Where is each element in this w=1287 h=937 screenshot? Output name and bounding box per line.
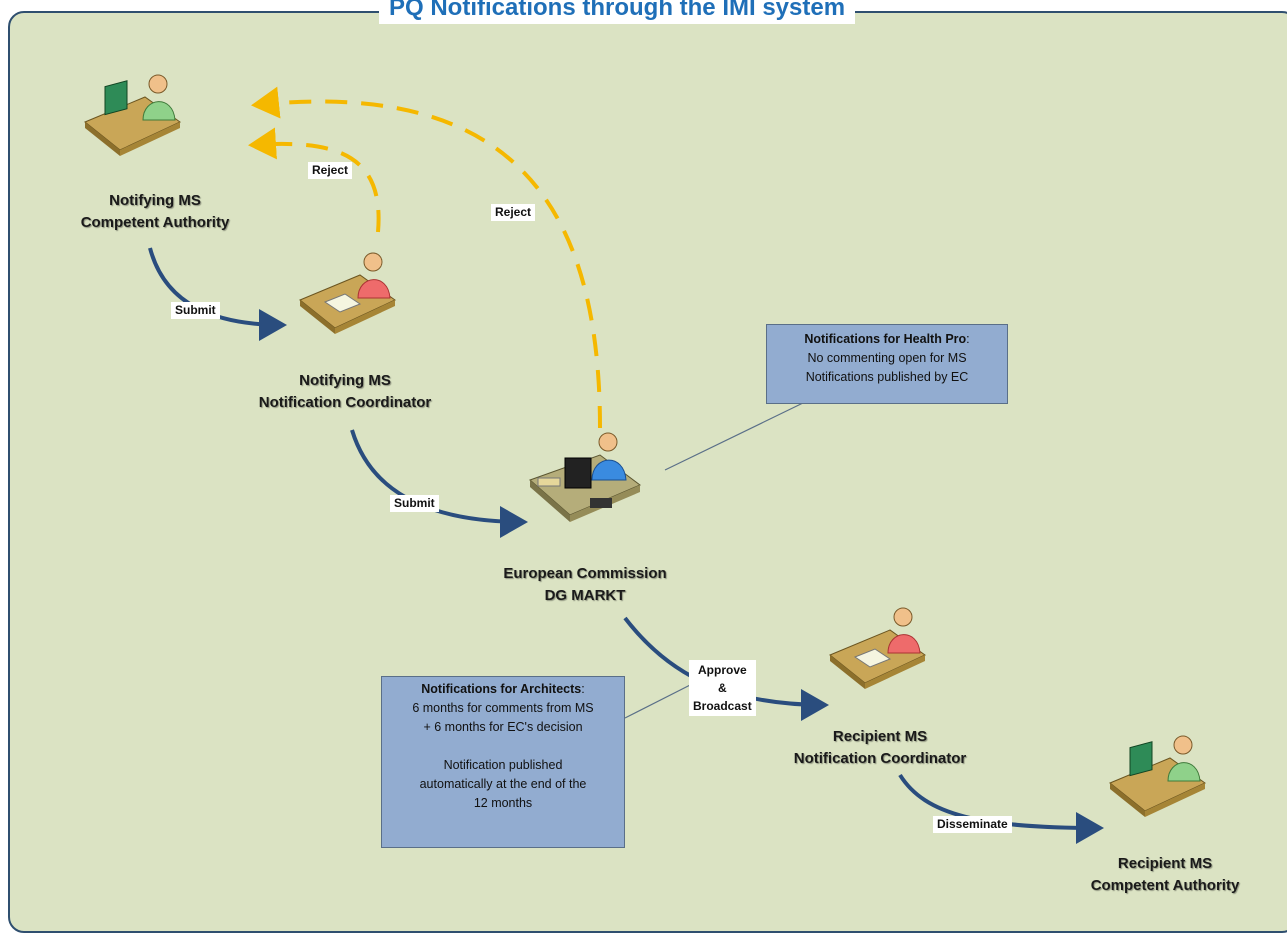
note-architects-heading: Notifications for Architects: [382,680,624,699]
node-notifying-nc: Notifying MS Notification Coordinator [225,370,465,414]
reject-arrow-ec [251,86,602,429]
note-architects-line1: 6 months for comments from MS [412,701,594,715]
note-architects-line4: automatically at the end of the [419,777,587,791]
node-recipient-nc-line2: Notification Coordinator [793,750,967,767]
person-computer-desk-icon [1109,735,1206,817]
note-health-pro-colon: : [966,332,970,346]
node-recipient-ca-line1: Recipient MS [1117,855,1213,872]
node-recipient-ca-line2: Competent Authority [1090,877,1240,894]
note-health-pro-line1: No commenting open for MS [807,351,967,365]
edge-label-submit-1: Submit [171,302,220,319]
approve-line2: & [718,681,727,695]
diagram-title: PQ Notifications through the IMI system [379,0,856,24]
node-notifying-ca-line1: Notifying MS [109,192,201,209]
note-health-pro-heading-text: Notifications for Health Pro [804,332,967,346]
node-ec-line1: European Commission [503,565,667,582]
note-health-pro: Notifications for Health Pro: No comment… [766,324,1008,404]
node-notifying-nc-line2: Notification Coordinator [258,394,432,411]
node-notifying-nc-line1: Notifying MS [299,372,391,389]
architects-note-connector [624,679,701,719]
node-notifying-ca-line2: Competent Authority [80,214,230,231]
person-computer-desk-icon [84,74,181,156]
node-recipient-nc: Recipient MS Notification Coordinator [760,726,1000,770]
node-notifying-ca: Notifying MS Competent Authority [60,190,250,234]
node-ec-line2: DG MARKT [544,587,626,604]
note-architects-line2: + 6 months for EC's decision [423,720,583,734]
person-writing-desk-icon [299,252,396,334]
person-computer-phone-desk-icon [529,432,641,522]
edge-label-reject-2: Reject [491,204,536,221]
note-architects-colon: : [581,682,585,696]
note-architects-heading-text: Notifications for Architects [421,682,582,696]
edge-label-submit-2: Submit [390,495,439,512]
health-note-connector [664,401,806,471]
note-health-pro-heading: Notifications for Health Pro: [767,330,1007,349]
note-architects: Notifications for Architects: 6 months f… [381,676,625,848]
diagram-frame [8,11,1287,933]
approve-line1: Approve [698,663,747,677]
note-health-pro-line2: Notifications published by EC [805,370,969,384]
edge-label-reject-1: Reject [308,162,353,179]
person-writing-desk-icon [829,607,926,689]
note-architects-spacer [382,737,624,756]
node-ec: European Commission DG MARKT [470,563,700,607]
approve-line3: Broadcast [693,699,752,713]
note-architects-line3: Notification published [443,758,563,772]
node-recipient-nc-line1: Recipient MS [832,728,928,745]
edge-label-approve-broadcast: Approve & Broadcast [689,660,756,716]
node-recipient-ca: Recipient MS Competent Authority [1065,853,1265,897]
edge-label-disseminate: Disseminate [933,816,1012,833]
reject-arrow-nc [248,127,381,233]
note-architects-line5: 12 months [473,796,533,810]
